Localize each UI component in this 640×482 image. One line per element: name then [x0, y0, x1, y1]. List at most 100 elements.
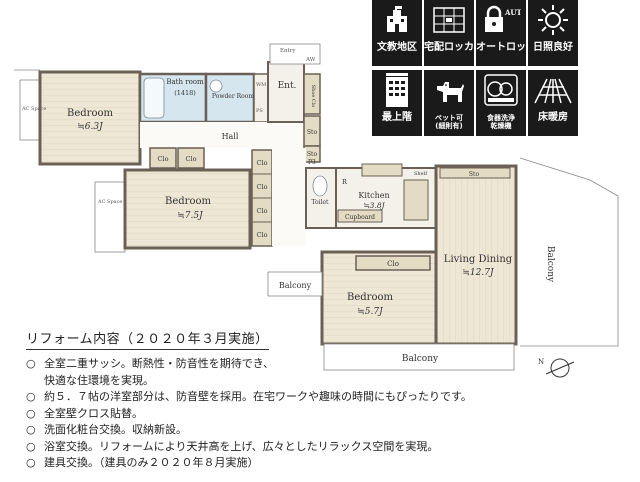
notes-title: リフォーム内容（２０２０年３月実施）	[26, 328, 269, 350]
notes-item-text: 全室二重サッシ。断熱性・防音性を期待でき、	[44, 357, 275, 370]
school-building-icon	[372, 0, 422, 40]
notes-item-continuation: 快適な住環境を実現。	[44, 373, 154, 387]
note-bathroom: (1418)	[174, 89, 196, 97]
label-r: R	[342, 178, 348, 186]
notes-item-text: 浴室交換。リフォームにより天井高を上げ、広々としたリラックス空間を実現。	[44, 439, 439, 453]
notes-item: 全室二重サッシ。断熱性・防音性を期待でき、 快適な住環境を実現。	[26, 356, 586, 389]
label-ac-space-nw: AC Space	[21, 106, 46, 112]
notes-item: 浴室交換。リフォームにより天井高を上げ、広々としたリラックス空間を実現。	[26, 439, 586, 456]
kitchen-counter	[361, 163, 403, 177]
washbasin	[209, 79, 223, 93]
feature-label: 文教地区	[377, 42, 417, 53]
label-hall: Hall	[222, 132, 239, 141]
closet-nw-1	[149, 147, 177, 169]
label-clo-3: Clo	[257, 159, 268, 167]
feature-delivery-locker: 宅配ロッカー	[424, 0, 484, 66]
living-sto	[439, 167, 511, 179]
label-bedroom-nw: Bedroom	[67, 108, 113, 119]
feature-label: ペット可 (細則有)	[435, 114, 463, 130]
feature-floor-heating: 床暖房	[528, 70, 578, 136]
sun-icon	[528, 0, 578, 40]
feature-label: 床暖房	[538, 112, 568, 123]
feature-label: オートロック	[476, 42, 536, 53]
room-bedroom-nw	[38, 70, 142, 166]
label-aw: AW	[305, 57, 316, 63]
label-clo-5: Clo	[257, 207, 268, 215]
label-clo-s: Clo	[387, 260, 399, 268]
toilet-bowl	[312, 175, 328, 197]
ac-space-w	[94, 181, 126, 253]
label-toilet: Toilet	[312, 199, 330, 206]
renovation-notes: リフォーム内容（２０２０年３月実施） 全室二重サッシ。断熱性・防音性を期待でき、…	[26, 328, 586, 472]
notes-item: 洗面化粧台交換。収納新設。	[26, 422, 586, 439]
label-ac-space-w: AC Space	[97, 199, 122, 205]
label-sto-2: Sto	[307, 151, 318, 158]
dishwasher-icon	[476, 70, 526, 110]
label-ps: PS	[256, 108, 263, 114]
notes-item-text: 建具交換。（建具のみ２０２０年８月実施）	[44, 456, 259, 469]
bathtub	[143, 77, 165, 119]
label-clo-4: Clo	[257, 183, 268, 191]
size-living: ≒12.7J	[462, 268, 495, 278]
label-clo-6: Clo	[257, 231, 268, 239]
label-clo-1: Clo	[158, 155, 169, 163]
balcony-east	[519, 157, 619, 347]
notes-list: 全室二重サッシ。断熱性・防音性を期待でき、 快適な住環境を実現。 約５．７帖の洋…	[26, 356, 586, 472]
feature-label: 最上階	[382, 112, 412, 123]
label-entrance: Ent.	[278, 81, 297, 91]
feature-school-district: 文教地区	[372, 0, 422, 66]
auto-lock-icon: AUTO	[476, 0, 526, 40]
feature-top-floor: 最上階	[372, 70, 422, 136]
label-balcony-east: Balcony	[545, 246, 555, 283]
shoe-closet	[303, 73, 321, 115]
label-kitchen: Kitchen	[358, 191, 389, 200]
label-bedroom-w: Bedroom	[165, 196, 211, 207]
notes-item: 建具交換。（建具のみ２０２０年８月実施）	[26, 455, 586, 472]
feature-icon-grid: 文教地区 宅配ロッカー AUTO オートロック 日照良好 最上階 ペット可 (細…	[368, 0, 640, 140]
feature-label: 食器洗浄 乾燥機	[487, 114, 515, 130]
kitchen-island	[403, 179, 429, 221]
size-kitchen: ≒3.8J	[363, 201, 385, 210]
feature-dishwasher: 食器洗浄 乾燥機	[476, 70, 526, 136]
room-bedroom-w	[123, 168, 252, 250]
room-entrance	[267, 61, 305, 123]
svg-text:AUTO: AUTO	[504, 8, 521, 17]
pet-dog-icon	[424, 70, 474, 110]
label-bathroom: Bath room	[166, 78, 204, 86]
notes-item: 約５．７帖の洋室部分は、防音壁を採用。在宅ワークや趣味の時間にもぴったりです。	[26, 389, 586, 406]
label-entry: Entry	[280, 48, 296, 54]
feature-label: 宅配ロッカー	[424, 42, 484, 53]
closet-nw-2	[177, 147, 205, 169]
notes-item-text: 約５．７帖の洋室部分は、防音壁を採用。在宅ワークや趣味の時間にもぴったりです。	[44, 390, 472, 403]
entry-porch	[269, 43, 321, 65]
feature-auto-lock: AUTO オートロック	[476, 0, 536, 66]
label-shoe-clo: Shoe Clo	[310, 85, 316, 108]
notes-item-text: 全室壁クロス貼替。	[44, 406, 143, 420]
top-floor-building-icon	[372, 70, 422, 110]
room-hall	[140, 122, 304, 148]
feature-label: 日照良好	[533, 42, 573, 53]
closet-s	[355, 255, 431, 271]
label-bedroom-s: Bedroom	[347, 292, 393, 303]
feature-good-sunlight: 日照良好	[528, 0, 578, 66]
label-balcony-small: Balcony	[279, 281, 312, 290]
label-sto-1: Sto	[307, 129, 318, 136]
room-living-dining	[434, 164, 518, 346]
delivery-locker-icon	[424, 0, 474, 40]
size-bedroom-nw: ≒6.3J	[77, 122, 104, 132]
balcony-small	[267, 271, 323, 297]
cupboard	[337, 209, 383, 223]
label-p3: P3	[308, 159, 316, 166]
feature-pets-allowed: ペット可 (細則有)	[424, 70, 474, 136]
notes-item: 全室壁クロス貼替。	[26, 406, 586, 423]
label-wm: WM	[256, 82, 266, 88]
label-cupboard: Cupboard	[345, 214, 375, 221]
corridor	[272, 148, 306, 246]
size-bedroom-s: ≒5.7J	[357, 307, 384, 317]
size-bedroom-w: ≒7.5J	[177, 211, 204, 221]
floor-heating-icon	[528, 70, 578, 110]
notes-item-text: 洗面化粧台交換。収納新設。	[44, 423, 187, 436]
label-living: Living Dining	[444, 254, 513, 265]
label-sto-living: Sto	[469, 171, 480, 178]
